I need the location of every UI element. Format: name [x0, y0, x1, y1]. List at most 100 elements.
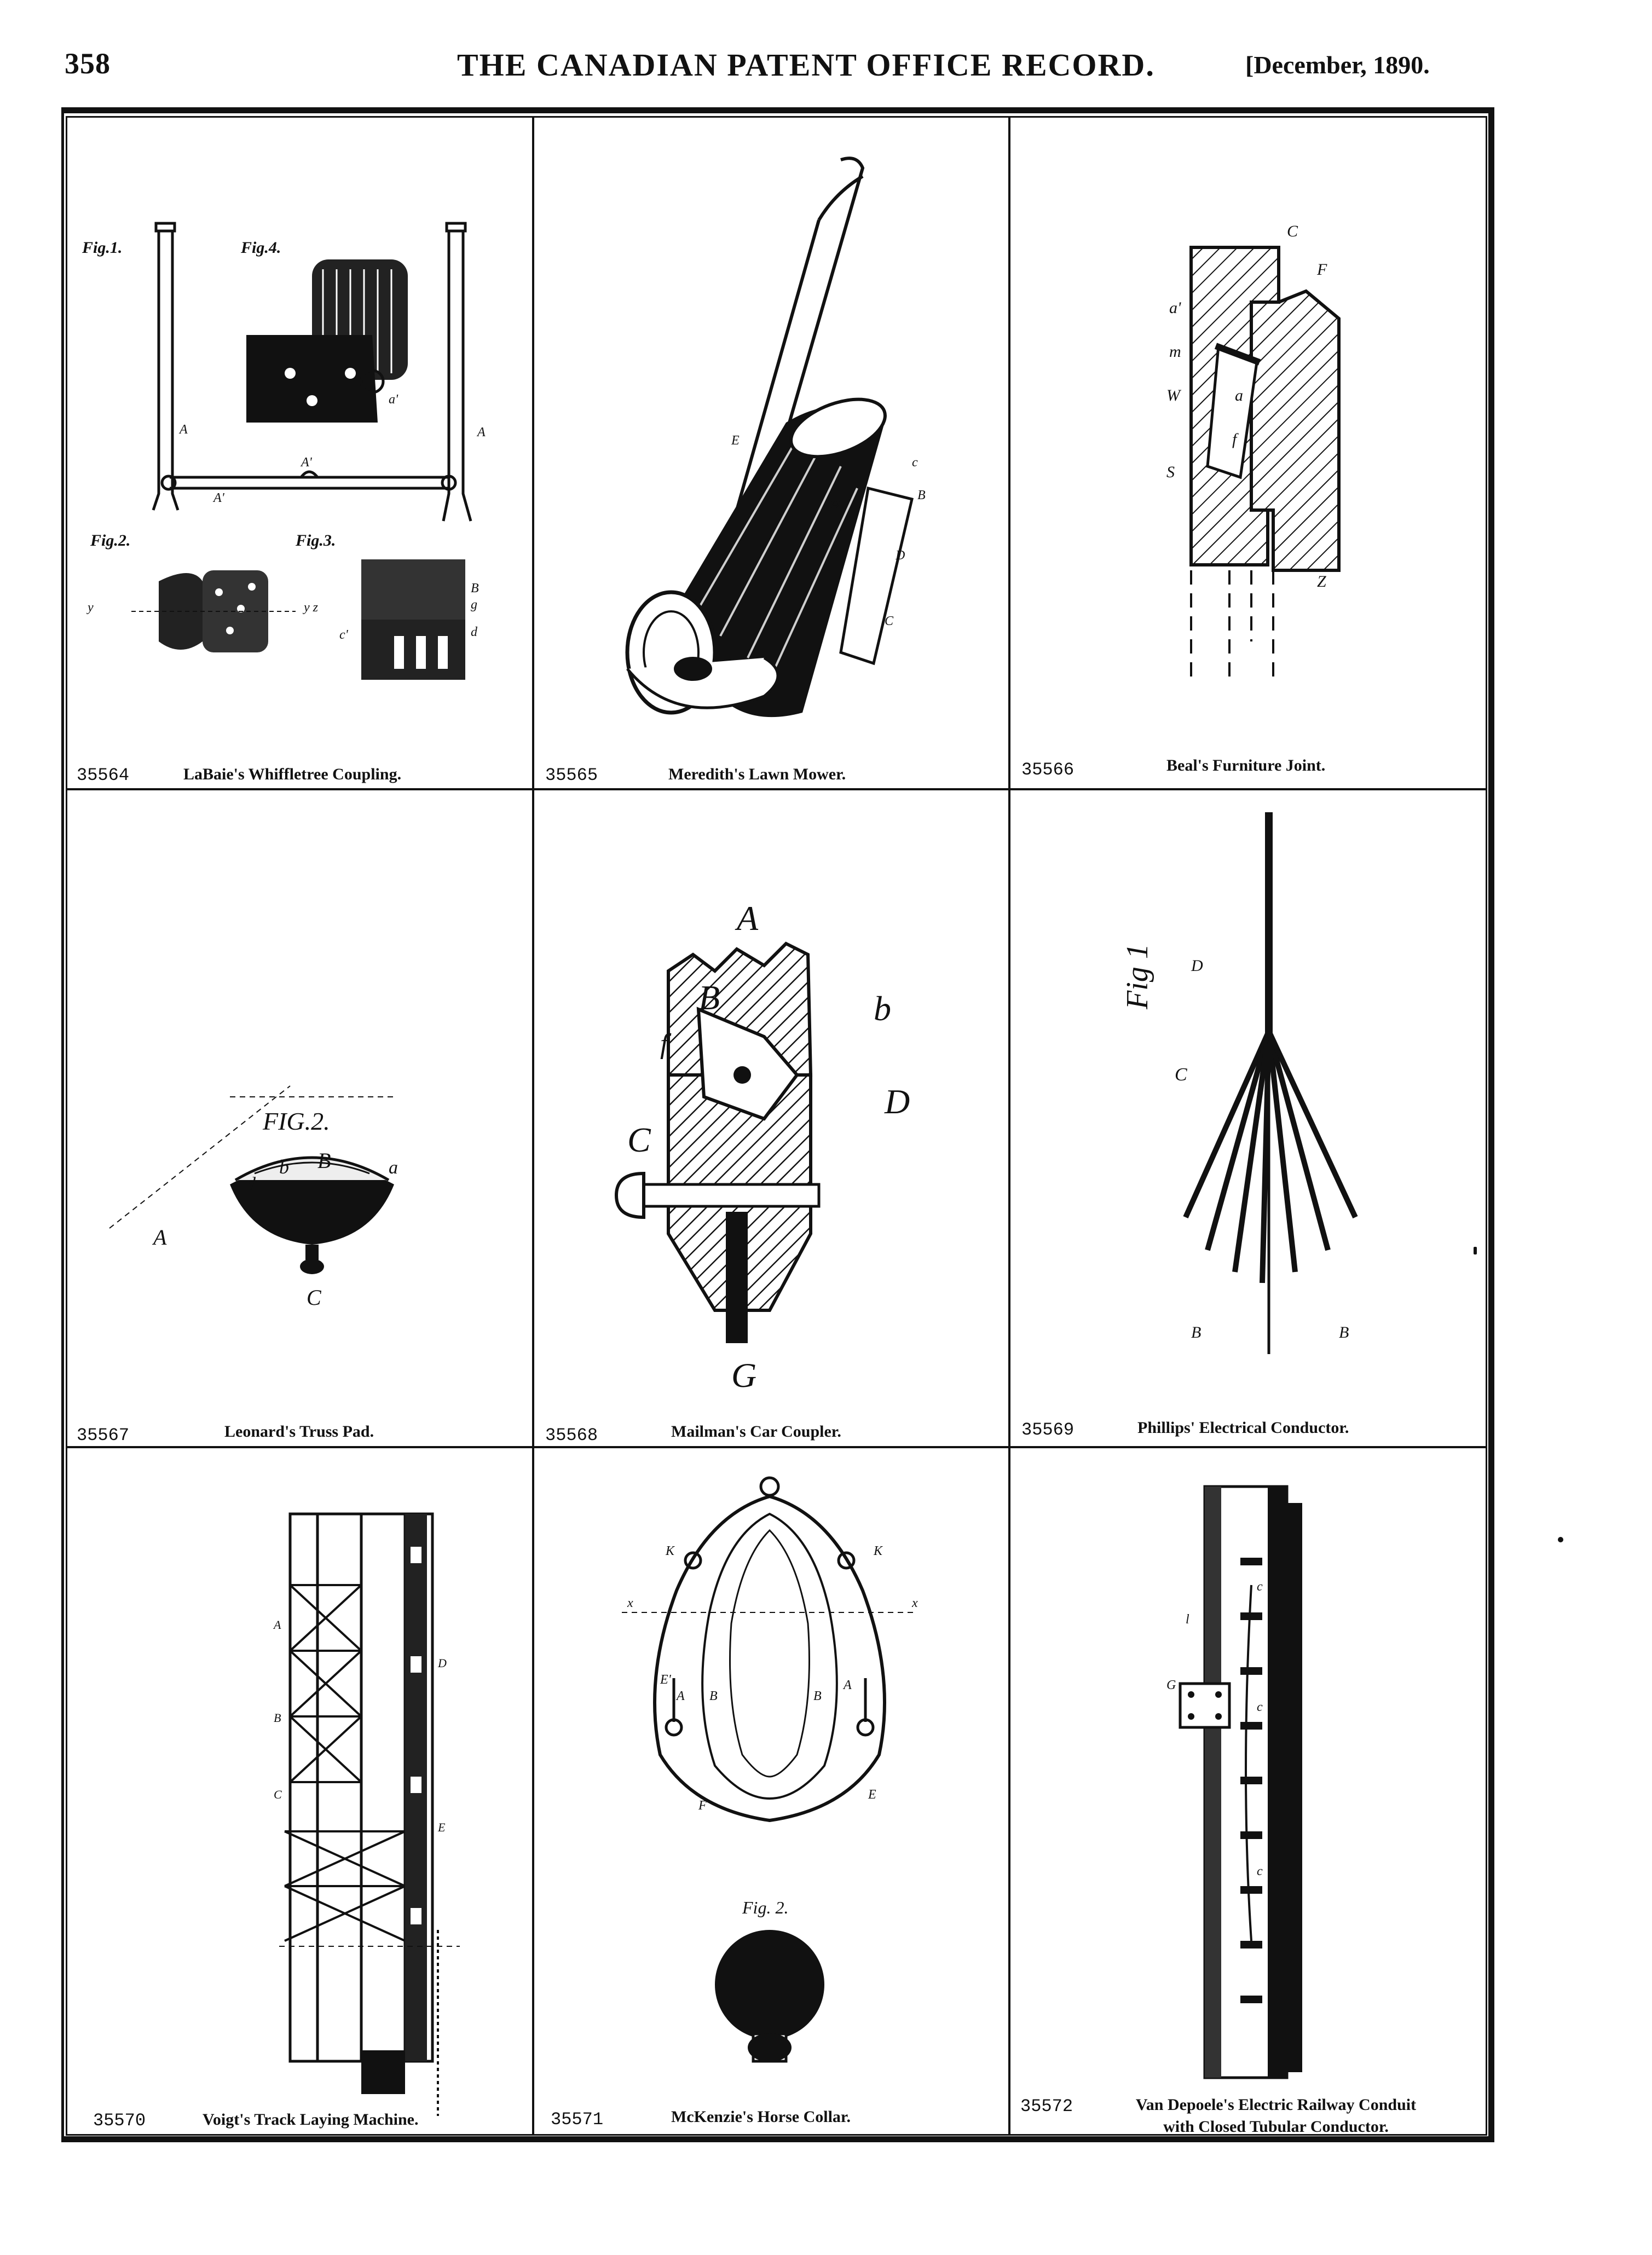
- svg-text:E: E: [437, 1820, 446, 1834]
- svg-text:B: B: [1191, 1323, 1201, 1342]
- svg-text:c: c: [1257, 1864, 1263, 1878]
- svg-text:m: m: [1169, 343, 1181, 361]
- patent-title: Beal's Furniture Joint.: [1166, 756, 1326, 774]
- patent-number: 35572: [1020, 2096, 1073, 2117]
- svg-text:K: K: [873, 1544, 883, 1558]
- figure-label: Fig 1: [1120, 944, 1154, 1010]
- row-divider: [66, 788, 1487, 790]
- figure-cell: A B C D E 35570 Voigt's Track Laying Machin…: [66, 1448, 532, 2136]
- svg-text:E: E: [868, 1788, 876, 1802]
- svg-text:H: H: [829, 499, 840, 513]
- patent-title: Meredith's Lawn Mower.: [668, 765, 846, 783]
- svg-text:l: l: [1186, 1612, 1189, 1627]
- svg-text:C: C: [1287, 222, 1298, 240]
- svg-text:A: A: [476, 425, 486, 440]
- patent-number: 35570: [93, 2111, 146, 2131]
- page-frame-inner: [66, 116, 1487, 2136]
- issue-date: [December, 1890.: [1245, 51, 1430, 79]
- patent-title: Mailman's Car Coupler.: [671, 1423, 841, 1441]
- railway-conduit-illustration: Gl ccc: [1166, 1485, 1302, 2079]
- svg-text:K: K: [665, 1544, 675, 1558]
- svg-text:c: c: [912, 455, 918, 470]
- patent-title: Leonard's Truss Pad.: [224, 1423, 374, 1441]
- svg-text:C: C: [307, 1285, 322, 1310]
- svg-text:b: b: [279, 1156, 289, 1178]
- patent-title: Phillips' Electrical Conductor.: [1137, 1419, 1349, 1437]
- electrical-conductor-illustration: Fig 1 D C B B: [1120, 812, 1358, 1354]
- svg-text:G: G: [1166, 1678, 1176, 1692]
- column-divider: [1008, 116, 1010, 2136]
- svg-text:g: g: [471, 598, 477, 612]
- svg-text:a': a': [1169, 299, 1181, 317]
- patent-title-line: Van Depoele's Electric Railway Conduit: [1135, 2096, 1417, 2114]
- svg-text:d: d: [246, 1174, 256, 1194]
- svg-text:E: E: [731, 433, 740, 448]
- svg-text:A: A: [152, 1225, 167, 1250]
- svg-text:W: W: [1166, 386, 1182, 404]
- svg-text:F: F: [698, 1799, 707, 1813]
- patent-number: 35571: [551, 2109, 604, 2130]
- svg-text:b: b: [874, 989, 891, 1028]
- svg-text:B: B: [813, 1689, 822, 1703]
- patent-number: 35566: [1021, 760, 1075, 780]
- svg-text:A': A': [212, 491, 225, 505]
- journal-title: THE CANADIAN PATENT OFFICE RECORD.: [457, 47, 1155, 83]
- page-frame-outer: [61, 107, 1494, 2142]
- ink-speck: [1474, 1247, 1477, 1254]
- figure-label: Fig.3.: [295, 531, 336, 550]
- figure-label: FIG.2.: [262, 1107, 330, 1135]
- figure-label: Fig.2.: [90, 531, 130, 550]
- svg-text:x: x: [911, 1596, 918, 1610]
- track-laying-machine-illustration: A B C D E: [273, 1512, 460, 2116]
- row-divider: [66, 1446, 1487, 1448]
- svg-text:B: B: [471, 581, 479, 595]
- column-divider: [532, 116, 534, 2136]
- svg-text:c': c': [339, 628, 349, 642]
- patent-title: Van Depoele's Electric Railway Conduit w…: [1084, 2094, 1468, 2136]
- svg-text:C: C: [885, 614, 894, 628]
- page-number: 358: [65, 47, 111, 80]
- svg-text:B: B: [917, 488, 926, 502]
- svg-text:E': E': [660, 1673, 672, 1687]
- svg-text:B: B: [274, 1711, 281, 1725]
- patent-title-line: with Closed Tubular Conductor.: [1163, 2118, 1389, 2136]
- svg-text:A: A: [735, 899, 759, 938]
- svg-text:c: c: [1257, 1700, 1263, 1714]
- svg-text:D: D: [884, 1082, 910, 1121]
- svg-text:A: A: [273, 1618, 281, 1632]
- patent-title: Voigt's Track Laying Machine.: [203, 2111, 419, 2129]
- svg-text:A: A: [178, 423, 188, 437]
- svg-text:y: y: [86, 600, 94, 615]
- svg-text:B: B: [709, 1689, 718, 1703]
- patent-number: 35568: [545, 1425, 598, 1445]
- svg-text:D: D: [895, 548, 905, 563]
- svg-text:B: B: [317, 1148, 331, 1173]
- svg-text:D: D: [437, 1656, 447, 1670]
- patent-number: 35565: [545, 765, 598, 785]
- page-header: 358 THE CANADIAN PATENT OFFICE RECORD. […: [0, 0, 1652, 109]
- patent-number: 35569: [1021, 1420, 1075, 1440]
- patent-number: 35564: [77, 765, 130, 785]
- svg-text:A: A: [842, 1678, 852, 1692]
- svg-text:y z: y z: [303, 600, 319, 615]
- svg-text:B: B: [1339, 1323, 1349, 1342]
- figure-label: Fig.1.: [82, 239, 122, 257]
- svg-text:D: D: [1191, 957, 1203, 975]
- ink-speck: [1558, 1537, 1563, 1542]
- svg-text:A: A: [675, 1689, 685, 1703]
- patent-title: McKenzie's Horse Collar.: [671, 2108, 851, 2126]
- svg-text:C: C: [274, 1788, 282, 1801]
- patent-number: 35567: [77, 1425, 130, 1445]
